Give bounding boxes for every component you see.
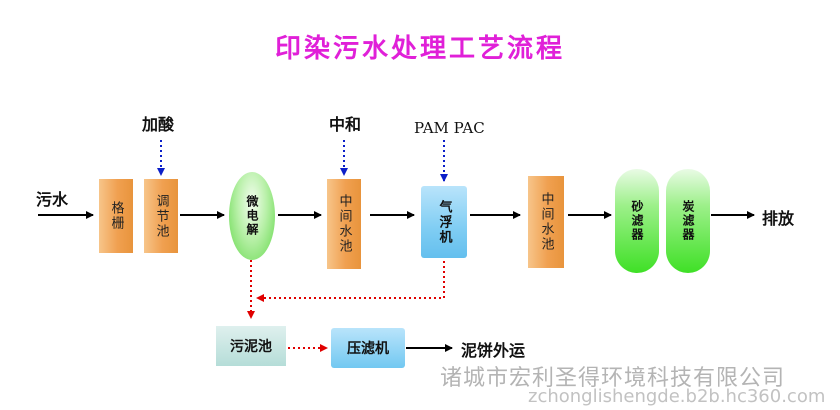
label-discharge: 排放	[762, 209, 795, 228]
diagram-title: 印染污水处理工艺流程	[274, 34, 565, 64]
label-neutralize: 中和	[329, 115, 362, 134]
unit-sand-filter: 砂滤器	[615, 169, 659, 273]
label-chemicals: PAM PAC	[414, 119, 485, 137]
unit-middle-tank-1: 中间水池	[327, 179, 361, 269]
unit-filter-press: 压滤机	[331, 328, 405, 368]
unit-air-flotation: 气浮机	[421, 186, 467, 258]
unit-sludge-tank: 污泥池	[216, 326, 286, 366]
unit-regulating-tank: 调节池	[144, 179, 178, 253]
sludge-line-flotation	[256, 261, 445, 302]
label-sludge-cake: 泥饼外运	[461, 341, 526, 360]
label-acid: 加酸	[142, 115, 175, 134]
unit-grille: 格栅	[99, 179, 133, 253]
watermark-site: zchonglishengde.b2b.hc360.com	[528, 386, 826, 407]
unit-carbon-filter: 炭滤器	[666, 169, 710, 273]
unit-middle-tank-2: 中间水池	[528, 176, 564, 268]
watermark-company: 诸城市宏利圣得环境科技有限公司	[440, 366, 786, 391]
unit-micro-electrolysis: 微电解	[229, 172, 275, 260]
label-influent: 污水	[36, 190, 69, 209]
